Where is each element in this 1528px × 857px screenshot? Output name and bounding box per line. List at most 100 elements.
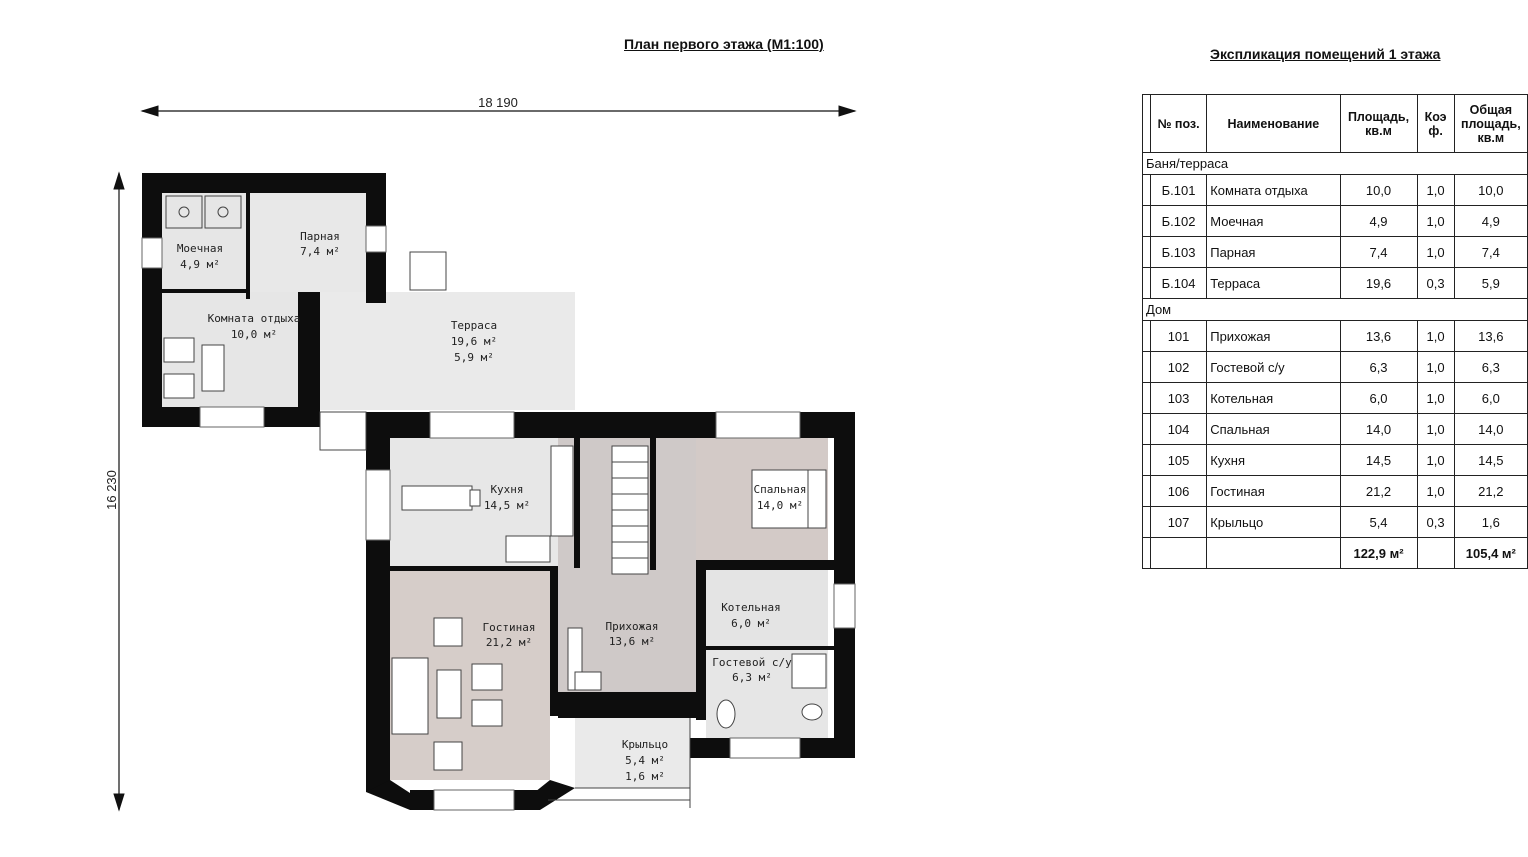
cell-area: 6,0 — [1339, 382, 1418, 414]
room-area: 13,6 м² — [609, 635, 655, 648]
cell-coef: 1,0 — [1416, 236, 1455, 268]
table-row: Б.102 Моечная 4,9 1,0 4,9 — [1142, 205, 1528, 237]
cell-coef: 1,0 — [1416, 444, 1455, 476]
cell-total: 1,6 — [1453, 506, 1528, 538]
table-row: Б.104 Терраса 19,6 0,3 5,9 — [1142, 267, 1528, 299]
table-row: 107 Крыльцо 5,4 0,3 1,6 — [1142, 506, 1528, 538]
table-row: 101 Прихожая 13,6 1,0 13,6 — [1142, 320, 1528, 352]
table-row: Б.101 Комната отдыха 10,0 1,0 10,0 — [1142, 174, 1528, 206]
cell-area: 19,6 — [1339, 267, 1418, 299]
room-name: Крыльцо — [622, 738, 668, 751]
width-dimension — [140, 105, 857, 117]
height-dimension — [113, 171, 125, 812]
header-coef: Коэ ф. — [1416, 94, 1455, 153]
table-row: 103 Котельная 6,0 1,0 6,0 — [1142, 382, 1528, 414]
cell-area: 14,0 — [1339, 413, 1418, 445]
cell-name: Гостевой с/у — [1206, 351, 1341, 383]
cell-total: 14,0 — [1453, 413, 1528, 445]
room-name: Парная — [300, 230, 340, 243]
room-area: 5,4 м² — [625, 754, 665, 767]
header-name: Наименование — [1206, 94, 1341, 153]
cell-area: 14,5 — [1339, 444, 1418, 476]
explication-table: № поз. Наименование Площадь, кв.м Коэ ф.… — [1142, 94, 1528, 569]
cell-name: Моечная — [1206, 205, 1341, 237]
table-title: Экспликация помещений 1 этажа — [1210, 46, 1441, 62]
cell-area: 10,0 — [1339, 174, 1418, 206]
room-name: Гостевой с/у — [712, 656, 792, 669]
cell-total: 6,3 — [1453, 351, 1528, 383]
cell-coef: 0,3 — [1416, 267, 1455, 299]
cell-pos: 101 — [1149, 320, 1208, 352]
cell-pos: 104 — [1149, 413, 1208, 445]
table-row: Б.103 Парная 7,4 1,0 7,4 — [1142, 236, 1528, 268]
cell-area: 4,9 — [1339, 205, 1418, 237]
table-row: 105 Кухня 14,5 1,0 14,5 — [1142, 444, 1528, 476]
cell-coef: 1,0 — [1416, 382, 1455, 414]
header-spacer — [1142, 94, 1151, 153]
group-label: Баня/терраса — [1142, 152, 1528, 175]
cell-total: 14,5 — [1453, 444, 1528, 476]
total-area: 122,9 м² — [1339, 537, 1418, 569]
cell-coef: 1,0 — [1416, 205, 1455, 237]
cell-total: 4,9 — [1453, 205, 1528, 237]
cell-pos: Б.103 — [1149, 236, 1208, 268]
table-row: 104 Спальная 14,0 1,0 14,0 — [1142, 413, 1528, 445]
cell-total: 21,2 — [1453, 475, 1528, 507]
group-row: Баня/терраса — [1142, 152, 1528, 175]
cell-name: Парная — [1206, 236, 1341, 268]
header-area: Площадь, кв.м — [1339, 94, 1418, 153]
cell-name: Крыльцо — [1206, 506, 1341, 538]
header-total: Общая площадь, кв.м — [1453, 94, 1528, 153]
cell-name: Котельная — [1206, 382, 1341, 414]
cell-pos: 107 — [1149, 506, 1208, 538]
room-name: Гостиная — [483, 621, 536, 634]
header-pos: № поз. — [1149, 94, 1208, 153]
cell-area: 13,6 — [1339, 320, 1418, 352]
room-area: 6,0 м² — [731, 617, 771, 630]
room-name: Кухня — [490, 483, 523, 496]
total-sum: 105,4 м² — [1453, 537, 1528, 569]
room-name: Прихожая — [606, 620, 659, 633]
room-area-reduced: 5,9 м² — [454, 351, 494, 364]
cell-name: Прихожая — [1206, 320, 1341, 352]
cell-name: Спальная — [1206, 413, 1341, 445]
room-area: 14,5 м² — [484, 499, 530, 512]
table-row: 102 Гостевой с/у 6,3 1,0 6,3 — [1142, 351, 1528, 383]
cell-total: 13,6 — [1453, 320, 1528, 352]
cell-coef: 1,0 — [1416, 320, 1455, 352]
cell-name: Терраса — [1206, 267, 1341, 299]
group-label: Дом — [1142, 298, 1528, 321]
cell-pos: 106 — [1149, 475, 1208, 507]
room-name: Терраса — [451, 319, 497, 332]
cell-area: 21,2 — [1339, 475, 1418, 507]
total-row: 122,9 м² 105,4 м² — [1142, 537, 1528, 569]
cell-name: Гостиная — [1206, 475, 1341, 507]
cell-total: 10,0 — [1453, 174, 1528, 206]
cell-area: 5,4 — [1339, 506, 1418, 538]
room-area: 7,4 м² — [300, 245, 340, 258]
width-dimension-label: 18 190 — [478, 95, 518, 110]
cell-coef: 0,3 — [1416, 506, 1455, 538]
table-row: 106 Гостиная 21,2 1,0 21,2 — [1142, 475, 1528, 507]
cell-total: 7,4 — [1453, 236, 1528, 268]
group-row: Дом — [1142, 298, 1528, 321]
plan-title: План первого этажа (М1:100) — [624, 36, 824, 52]
windows — [141, 225, 856, 811]
cell-area: 7,4 — [1339, 236, 1418, 268]
cell-coef: 1,0 — [1416, 351, 1455, 383]
cell-name: Кухня — [1206, 444, 1341, 476]
room-name: Моечная — [177, 242, 223, 255]
room-area: 10,0 м² — [231, 328, 277, 341]
room-name: Комната отдыха — [208, 312, 301, 325]
room-name: Спальная — [754, 483, 807, 496]
room-area: 6,3 м² — [732, 671, 772, 684]
cell-coef: 1,0 — [1416, 475, 1455, 507]
cell-pos: Б.102 — [1149, 205, 1208, 237]
room-name: Котельная — [721, 601, 781, 614]
room-area: 14,0 м² — [757, 499, 803, 512]
cell-pos: 105 — [1149, 444, 1208, 476]
cell-pos: 103 — [1149, 382, 1208, 414]
cell-coef: 1,0 — [1416, 413, 1455, 445]
room-labels: Моечная 4,9 м² Парная 7,4 м² Комната отд… — [177, 230, 807, 783]
table-header-row: № поз. Наименование Площадь, кв.м Коэ ф.… — [1142, 94, 1528, 153]
